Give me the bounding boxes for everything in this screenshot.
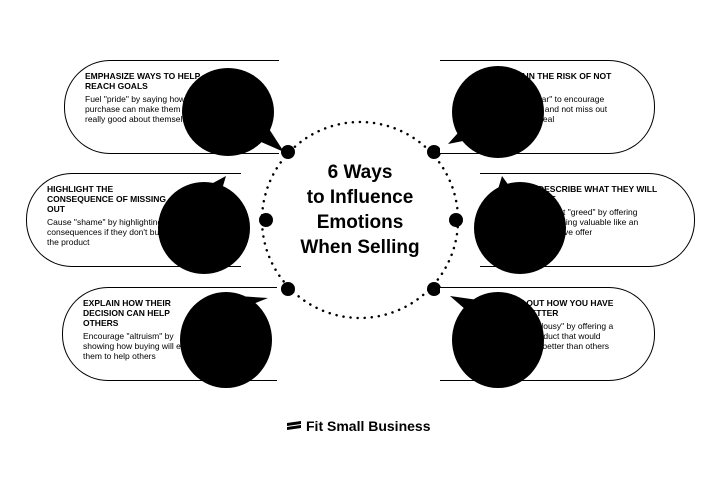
speech-bubble-icon [474, 176, 566, 274]
speech-bubble-icon [182, 68, 284, 156]
ring-node-bottom-left [281, 282, 295, 296]
tip-body: Trigger "jealousy" by offering a superio… [498, 321, 614, 351]
speech-bubble-icon [180, 292, 272, 388]
center-title-line: When Selling [300, 237, 420, 258]
brand-name: Fit Small Business [306, 418, 431, 434]
speech-bubble-icon [448, 66, 544, 158]
tip-body: Encourage "altruism" by showing how buyi… [83, 331, 202, 361]
tip-body: Cause "shame" by highlighting consequenc… [47, 217, 164, 247]
ring-node-mid-left [259, 213, 273, 227]
brand-logo-icon [287, 421, 301, 430]
brand-footer: Fit Small Business [286, 418, 430, 434]
tip-title: Emphasize Ways to Help Reach Goals [85, 71, 201, 91]
ring-node-bottom-right [427, 282, 441, 296]
center-title: 6 Ways to Influence Emotions When Sellin… [262, 160, 458, 260]
ring-node-top-left [281, 145, 295, 159]
center-title-line: 6 Ways [327, 162, 393, 183]
ring-node-mid-right [449, 213, 463, 227]
center-title-line: Emotions [316, 212, 404, 233]
center-title-line: to Influence [306, 187, 414, 208]
tip-title: Explain How Their Decision Can Help Othe… [83, 298, 171, 328]
tip-title: Highlight the Consequence of Missing Out [47, 184, 167, 214]
speech-bubble-icon [158, 176, 250, 274]
tip-body: Fuel "pride" by saying how the purchase … [85, 94, 200, 124]
speech-bubble-icon [450, 292, 544, 388]
ring-node-top-right [427, 145, 441, 159]
